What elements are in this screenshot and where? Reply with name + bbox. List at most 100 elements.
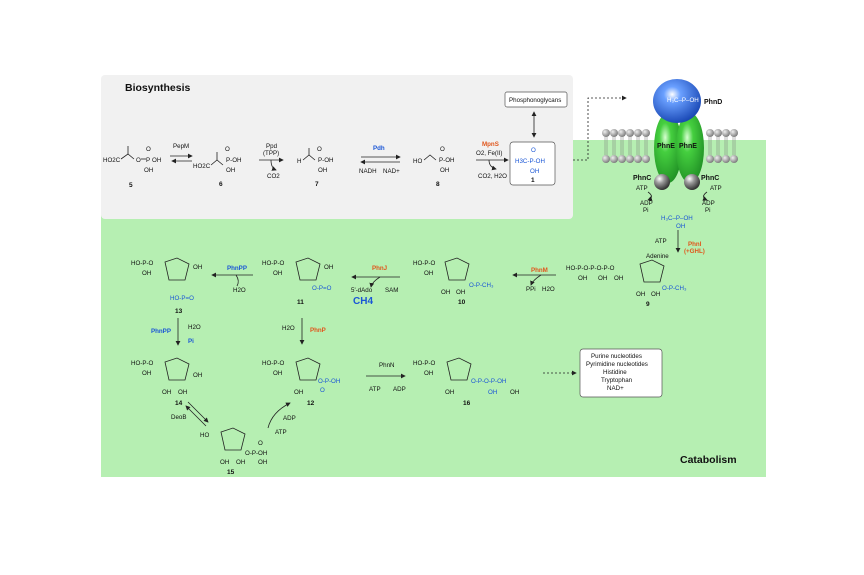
svg-text:OH: OH: [162, 389, 171, 396]
svg-text:PhnE: PhnE: [657, 143, 675, 150]
enzyme-phnp: PhnP: [310, 327, 326, 334]
lipid-head: [634, 129, 642, 137]
svg-text:HO: HO: [413, 158, 422, 165]
lipid-head: [706, 129, 714, 137]
svg-text:14: 14: [175, 400, 183, 407]
lipid-head: [714, 129, 722, 137]
svg-text:1: 1: [531, 177, 535, 184]
svg-text:CO2, H2O: CO2, H2O: [478, 173, 507, 180]
svg-text:O-P=O: O-P=O: [312, 285, 332, 292]
svg-text:OH: OH: [488, 389, 497, 396]
enzyme-phnn: PhnN: [379, 362, 394, 369]
svg-text:OH: OH: [598, 275, 607, 282]
svg-text:O: O: [258, 440, 263, 447]
svg-text:OH: OH: [142, 270, 151, 277]
svg-text:OH: OH: [676, 223, 685, 230]
lipid-head: [722, 155, 730, 163]
svg-text:NAD+: NAD+: [607, 385, 624, 392]
svg-text:Purine nucleotides: Purine nucleotides: [591, 353, 642, 360]
svg-text:OH: OH: [424, 370, 433, 377]
svg-text:OH: OH: [424, 270, 433, 277]
compound-16: HO-P-O OH O-P-O-P-OH OH OH OH 16: [413, 357, 519, 407]
svg-text:P-OH: P-OH: [226, 157, 241, 164]
svg-text:ADP: ADP: [393, 386, 406, 393]
lipid-tail: [708, 137, 712, 155]
catabolism-heading: Catabolism: [680, 454, 737, 466]
svg-text:Pi: Pi: [705, 207, 711, 214]
svg-text:OH: OH: [441, 289, 450, 296]
svg-text:ATP: ATP: [710, 185, 722, 192]
svg-text:O: O: [320, 387, 325, 394]
svg-text:Pi: Pi: [188, 338, 194, 345]
svg-text:5'-dAdo: 5'-dAdo: [351, 287, 373, 294]
svg-text:OH: OH: [318, 167, 327, 174]
svg-text:HO2C: HO2C: [103, 157, 121, 164]
svg-text:NAD+: NAD+: [383, 168, 400, 175]
svg-text:O: O: [317, 146, 322, 153]
svg-text:OH: OH: [178, 389, 187, 396]
svg-text:OH: OH: [324, 264, 333, 271]
svg-text:OH: OH: [614, 275, 623, 282]
svg-text:H₃C–P–OH: H₃C–P–OH: [667, 97, 699, 104]
lipid-head: [634, 155, 642, 163]
lipid-tail: [604, 137, 608, 155]
svg-text:OH: OH: [273, 370, 282, 377]
svg-text:HO-P-O: HO-P-O: [262, 260, 285, 267]
svg-text:OH: OH: [273, 270, 282, 277]
compound-11: HO-P-O OH OH O-P=O 11: [262, 257, 333, 306]
svg-text:OH: OH: [152, 157, 161, 164]
svg-text:OH: OH: [651, 291, 660, 298]
svg-text:SAM: SAM: [385, 287, 398, 294]
lipid-head: [706, 155, 714, 163]
biosynthesis-heading: Biosynthesis: [125, 82, 191, 94]
enzyme-ppd: Ppd: [266, 143, 278, 150]
lipid-head: [642, 129, 650, 137]
phnD: [653, 79, 701, 123]
enzyme-pepm: PepM: [173, 143, 189, 150]
enzyme-deob: DeoB: [171, 414, 186, 421]
svg-text:O2, Fe(II): O2, Fe(II): [476, 150, 502, 157]
lipid-head: [730, 155, 738, 163]
svg-text:OH: OH: [445, 389, 454, 396]
svg-text:ATP: ATP: [655, 238, 667, 245]
svg-text:O: O: [136, 157, 141, 164]
svg-text:O-P-O-P-OH: O-P-O-P-OH: [471, 378, 506, 385]
lipid-tail: [644, 137, 648, 155]
svg-text:HO-P=O: HO-P=O: [170, 295, 194, 302]
svg-text:PPi: PPi: [526, 286, 536, 293]
lipid-head: [610, 155, 618, 163]
svg-text:H2O: H2O: [282, 325, 295, 332]
svg-text:16: 16: [463, 400, 471, 407]
svg-text:P-OH: P-OH: [318, 157, 333, 164]
phnC-left: [654, 174, 670, 190]
svg-text:Pi: Pi: [643, 207, 649, 214]
svg-text:HO-P-O-P-O-P-O: HO-P-O-P-O-P-O: [566, 265, 615, 272]
svg-text:ATP: ATP: [275, 429, 287, 436]
svg-text:9: 9: [646, 301, 650, 308]
lipid-head: [610, 129, 618, 137]
svg-text:8: 8: [436, 181, 440, 188]
svg-text:HO2C: HO2C: [193, 163, 211, 170]
svg-text:HO-P-O: HO-P-O: [131, 360, 154, 367]
svg-text:HO-P-O: HO-P-O: [413, 360, 436, 367]
svg-text:P: P: [146, 157, 150, 164]
lipid-head: [626, 155, 634, 163]
enzyme-phnpp-2: PhnPP: [151, 328, 171, 335]
phnC-right: [684, 174, 700, 190]
svg-text:O: O: [146, 146, 151, 153]
svg-text:OH: OH: [193, 264, 202, 271]
svg-text:Phosphonoglycans: Phosphonoglycans: [509, 97, 561, 104]
svg-text:OH: OH: [456, 289, 465, 296]
svg-text:ATP: ATP: [369, 386, 381, 393]
svg-text:H2O: H2O: [188, 324, 201, 331]
membrane: [602, 129, 738, 163]
svg-text:OH: OH: [142, 370, 151, 377]
svg-text:H2O: H2O: [233, 287, 246, 294]
biosynthesis-panel: [101, 75, 573, 219]
compound-13: HO-P-O OH OH HO-P=O 13: [131, 257, 202, 315]
lipid-head: [618, 129, 626, 137]
